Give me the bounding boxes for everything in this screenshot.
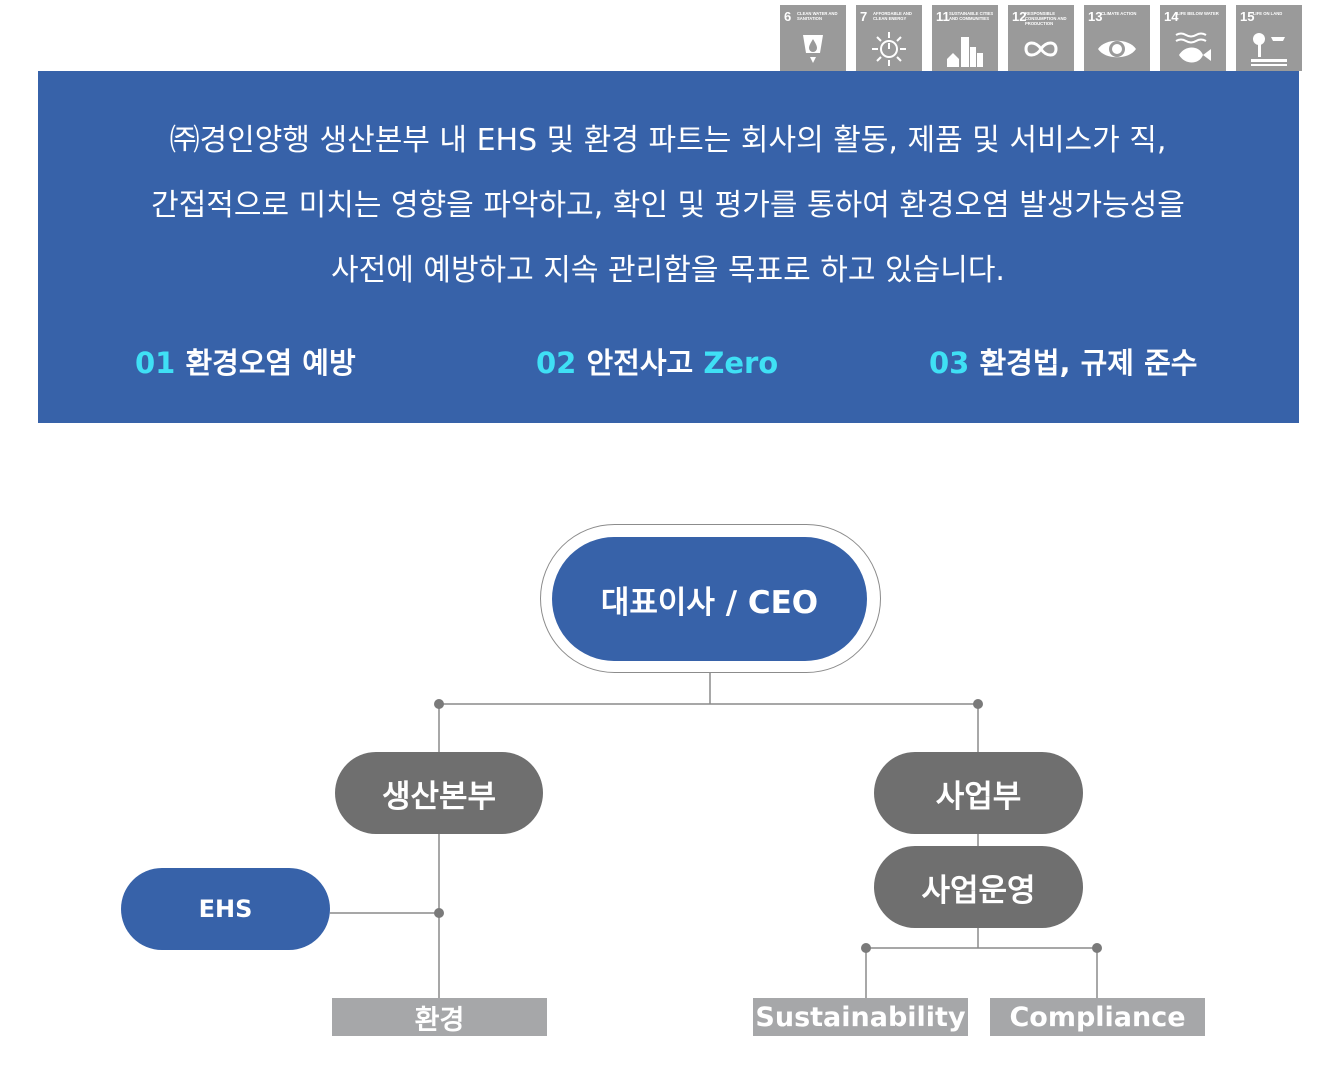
environment-bar: 환경 (332, 998, 547, 1036)
goal-number: 02 (536, 346, 577, 380)
compliance-bar: Compliance (990, 998, 1205, 1036)
goal-text: 환경법, 규제 준수 (979, 346, 1198, 380)
ceo-node-outline (540, 524, 881, 673)
business-division-node: 사업부 (874, 752, 1083, 834)
infinity-icon (1024, 41, 1058, 57)
sdg-number: 6 (784, 9, 792, 24)
sdg-label: Climate action (1101, 11, 1137, 16)
ehs-node: EHS (121, 868, 330, 950)
sdg-label: Life on land (1253, 11, 1283, 16)
sdg-14-tile: 14 Life below water (1160, 5, 1226, 71)
tree-icon (1251, 33, 1287, 66)
sdg-number: 14 (1164, 9, 1179, 24)
sdg-7-tile: 7 Affordable and clean energy (856, 5, 922, 71)
goal-item: 02 안전사고 Zero (536, 340, 778, 382)
sdg-label: Sustainable cities and communities (949, 11, 994, 21)
production-division-node: 생산본부 (335, 752, 543, 834)
sdg-12-tile: 12 Responsible consumption and productio… (1008, 5, 1074, 71)
goal-item: 01 환경오염 예방 (135, 340, 356, 382)
sdg-11-tile: 11 Sustainable cities and communities (932, 5, 998, 71)
sun-power-icon (872, 32, 906, 66)
fish-icon (1175, 32, 1211, 63)
sdg-6-tile: 6 Clean water and sanitation (780, 5, 846, 71)
ceo-node: 대표이사 / CEO (552, 537, 867, 661)
business-operation-node: 사업운영 (874, 846, 1083, 928)
water-drop-icon (803, 35, 823, 63)
intro-line: 사전에 예방하고 지속 관리함을 목표로 하고 있습니다. (331, 253, 1005, 288)
eye-globe-icon (1098, 40, 1136, 58)
goal-number: 03 (929, 346, 970, 380)
city-icon (947, 37, 983, 67)
sdg-icon-row: 6 Clean water and sanitation 7 Affordabl… (780, 5, 1302, 71)
sdg-label: Affordable and clean energy (873, 11, 912, 21)
intro-line: ㈜경인양행 생산본부 내 EHS 및 환경 파트는 회사의 활동, 제품 및 서… (169, 123, 1167, 158)
goal-text: 안전사고 (586, 346, 694, 380)
sdg-15-tile: 15 Life on land (1236, 5, 1302, 71)
sdg-number: 11 (936, 9, 950, 24)
goal-suffix: Zero (703, 346, 779, 380)
goal-item: 03 환경법, 규제 준수 (929, 340, 1197, 382)
sustainability-bar: Sustainability (753, 998, 968, 1036)
sdg-label: Responsible consumption and production (1025, 11, 1067, 26)
goal-number: 01 (135, 346, 176, 380)
intro-line: 간접적으로 미치는 영향을 파악하고, 확인 및 평가를 통하여 환경오염 발생… (151, 188, 1185, 223)
sdg-number: 7 (860, 9, 868, 24)
sdg-number: 13 (1088, 9, 1103, 24)
sdg-label: Life below water (1177, 11, 1219, 16)
goal-text: 환경오염 예방 (185, 346, 356, 380)
sdg-number: 15 (1240, 9, 1255, 24)
sdg-13-tile: 13 Climate action (1084, 5, 1150, 71)
intro-banner (38, 71, 1299, 423)
intro-text: ㈜경인양행 생산본부 내 EHS 및 환경 파트는 회사의 활동, 제품 및 서… (0, 108, 1336, 303)
sdg-number: 12 (1012, 9, 1027, 24)
sdg-label: Clean water and sanitation (797, 11, 838, 21)
